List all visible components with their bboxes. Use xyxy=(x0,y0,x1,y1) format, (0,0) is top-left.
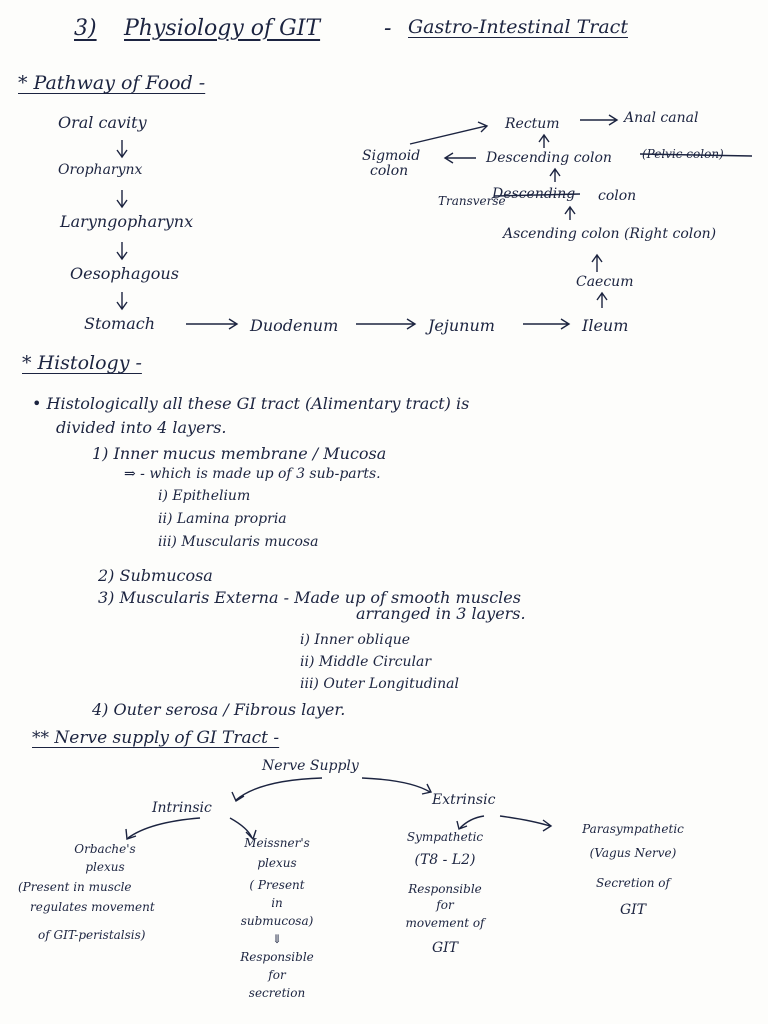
mucosa-part-2: ii) Lamina propria xyxy=(158,511,287,527)
meissner-line-1: Meissner's xyxy=(244,836,310,850)
branch-arrow-icon xyxy=(125,817,201,840)
mucosa-part-3: iii) Muscularis mucosa xyxy=(158,534,319,550)
auerbach-line-2: plexus xyxy=(85,860,125,874)
histology-intro-line2: divided into 4 layers. xyxy=(56,418,227,437)
auerbach-line-5: of GIT-peristalsis) xyxy=(38,928,146,942)
parasympathetic-line-2: (Vagus Nerve) xyxy=(589,846,677,860)
pathway-sigmoid: Sigmoid xyxy=(362,148,421,164)
layer-mucosa: 1) Inner mucus membrane / Mucosa xyxy=(92,444,387,463)
pathway-sigmoid-colon: colon xyxy=(370,163,409,179)
nerve-intrinsic: Intrinsic xyxy=(152,800,212,816)
pathway-oesophagous: Oesophagous xyxy=(70,264,179,283)
pathway-jejunum: Jejunum xyxy=(428,316,495,335)
meissner-line-6: ⇓ xyxy=(271,932,283,946)
up-arrow-icon xyxy=(549,167,561,182)
page-title: Physiology of GIT xyxy=(124,16,321,41)
meissner-line-5: submucosa) xyxy=(240,914,314,928)
up-arrow-icon xyxy=(564,205,576,220)
page-subtitle: Gastro-Intestinal Tract xyxy=(408,16,628,38)
down-arrow-icon xyxy=(116,292,128,311)
layer-submucosa: 2) Submucosa xyxy=(98,566,213,585)
pathway-duodenum: Duodenum xyxy=(250,316,339,335)
up-arrow-icon xyxy=(538,133,550,148)
mucosa-part-1: i) Epithelium xyxy=(158,488,251,504)
right-arrow-icon xyxy=(356,318,417,330)
down-arrow-icon xyxy=(116,140,128,159)
pathway-oropharynx: Oropharynx xyxy=(58,162,143,178)
meissner-line-4: in xyxy=(271,896,283,910)
down-arrow-icon xyxy=(116,242,128,261)
sympathetic-line-1: Sympathetic xyxy=(406,830,484,844)
title-dash: - xyxy=(384,16,392,41)
meissner-line-3: ( Present xyxy=(249,878,305,892)
layer-serosa: 4) Outer serosa / Fibrous layer. xyxy=(92,700,346,719)
muscle-layer-1: i) Inner oblique xyxy=(300,632,410,648)
pathway-transverse-struck: Descending xyxy=(492,186,576,202)
sympathetic-line-3: Responsible xyxy=(408,882,482,896)
histology-intro-line1: • Histologically all these GI tract (Ali… xyxy=(32,394,470,413)
sympathetic-line-5: movement of xyxy=(405,916,485,930)
pathway-heading: * Pathway of Food - xyxy=(18,72,206,94)
sympathetic-line-4: for xyxy=(436,898,454,912)
pathway-laryngopharynx: Laryngopharynx xyxy=(60,212,194,231)
sympathetic-line-2: (T8 - L2) xyxy=(414,852,476,868)
muscle-layer-2: ii) Middle Circular xyxy=(300,654,432,670)
parasympathetic-line-3: Secretion of xyxy=(596,876,670,890)
branch-arrow-icon xyxy=(499,815,553,832)
meissner-line-9: secretion xyxy=(248,986,306,1000)
nerve-extrinsic: Extrinsic xyxy=(432,792,496,808)
parasympathetic-line-1: Parasympathetic xyxy=(582,822,684,836)
meissner-line-2: plexus xyxy=(257,856,297,870)
auerbach-line-4: regulates movement xyxy=(30,900,155,914)
pathway-ileum: Ileum xyxy=(582,316,629,335)
right-arrow-icon xyxy=(580,114,619,126)
nerve-root: Nerve Supply xyxy=(262,758,359,774)
left-arrow-icon xyxy=(443,152,476,164)
sympathetic-line-6: GIT xyxy=(431,940,459,956)
up-right-arrow-icon xyxy=(409,121,489,145)
down-arrow-icon xyxy=(116,190,128,209)
pathway-pelvic-struck: (Pelvic colon) xyxy=(642,147,724,161)
nerve-heading: ** Nerve supply of GI Tract - xyxy=(32,728,280,748)
meissner-line-7: Responsible xyxy=(240,950,314,964)
pathway-stomach: Stomach xyxy=(84,314,155,333)
layer-muscularis: 3) Muscularis Externa - Made up of smoot… xyxy=(98,588,521,607)
histology-heading: * Histology - xyxy=(22,352,142,374)
layer-muscularis-cont: arranged in 3 layers. xyxy=(356,604,526,623)
up-arrow-icon xyxy=(591,253,603,272)
pathway-descending-colon: Descending colon xyxy=(486,150,612,166)
parasympathetic-line-4: GIT xyxy=(619,902,647,918)
pathway-oral-cavity: Oral cavity xyxy=(58,113,147,132)
branch-arrow-icon xyxy=(456,815,485,830)
title-number: 3) xyxy=(74,16,97,41)
pathway-caecum: Caecum xyxy=(576,274,634,290)
meissner-line-8: for xyxy=(268,968,286,982)
branch-arrow-icon xyxy=(231,777,323,803)
pathway-transverse-label: Transverse xyxy=(438,194,506,208)
pathway-anal-canal: Anal canal xyxy=(624,110,699,126)
right-arrow-icon xyxy=(186,318,239,330)
pathway-ascending-colon: Ascending colon (Right colon) xyxy=(503,226,717,242)
layer-mucosa-sub: ⇒ - which is made up of 3 sub-parts. xyxy=(124,466,381,482)
branch-arrow-icon xyxy=(361,777,433,795)
auerbach-line-3: (Present in muscle xyxy=(18,880,132,894)
pathway-transverse-colon: colon xyxy=(598,188,637,204)
muscle-layer-3: iii) Outer Longitudinal xyxy=(300,676,459,692)
auerbach-line-1: Orbache's xyxy=(74,842,136,856)
right-arrow-icon xyxy=(523,318,571,330)
pathway-rectum: Rectum xyxy=(505,116,560,132)
up-arrow-icon xyxy=(596,291,608,308)
